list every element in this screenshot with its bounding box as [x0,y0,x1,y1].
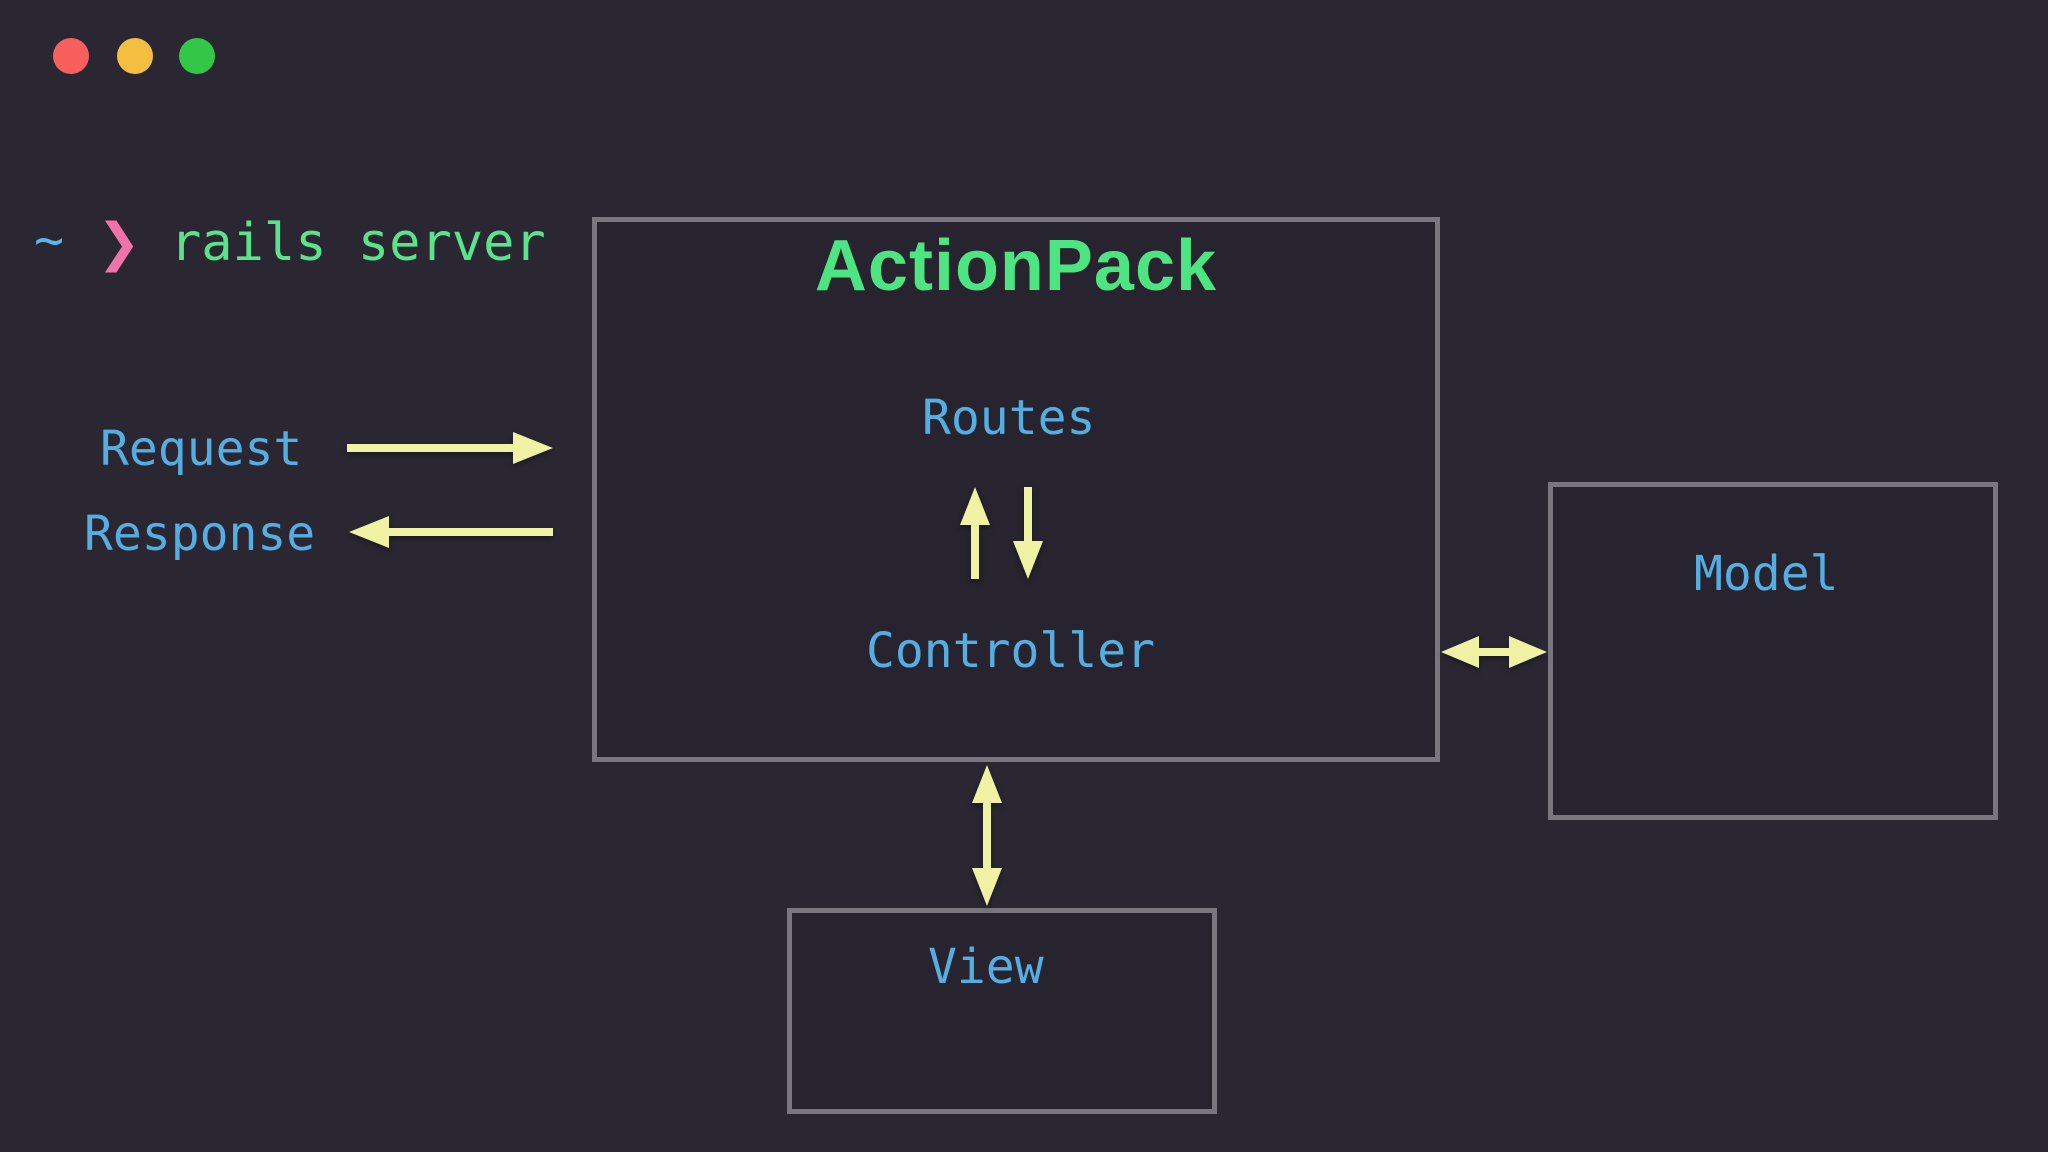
model-box [1548,482,1998,820]
zoom-button[interactable] [179,38,215,74]
routes-to-controller-arrow-icon [1013,487,1043,579]
request-arrow-icon [347,432,553,464]
terminal-command: rails server [170,213,546,273]
controller-label: Controller [866,623,1155,679]
controller-to-routes-arrow-icon [960,487,990,579]
actionpack-title: ActionPack [814,226,1218,306]
view-box [787,908,1217,1114]
close-button[interactable] [53,38,89,74]
response-arrow-icon [349,516,553,548]
view-label: View [928,939,1044,995]
actionpack-model-arrow-icon [1441,636,1547,668]
request-label: Request [100,421,303,477]
minimize-button[interactable] [117,38,153,74]
routes-label: Routes [922,390,1096,446]
actionpack-view-arrow-icon [972,765,1002,906]
prompt-path: ~ [34,211,65,269]
prompt-chevron-icon: ❯ [97,213,141,273]
actionpack-box [592,217,1440,762]
response-label: Response [84,506,316,562]
model-label: Model [1694,546,1839,602]
